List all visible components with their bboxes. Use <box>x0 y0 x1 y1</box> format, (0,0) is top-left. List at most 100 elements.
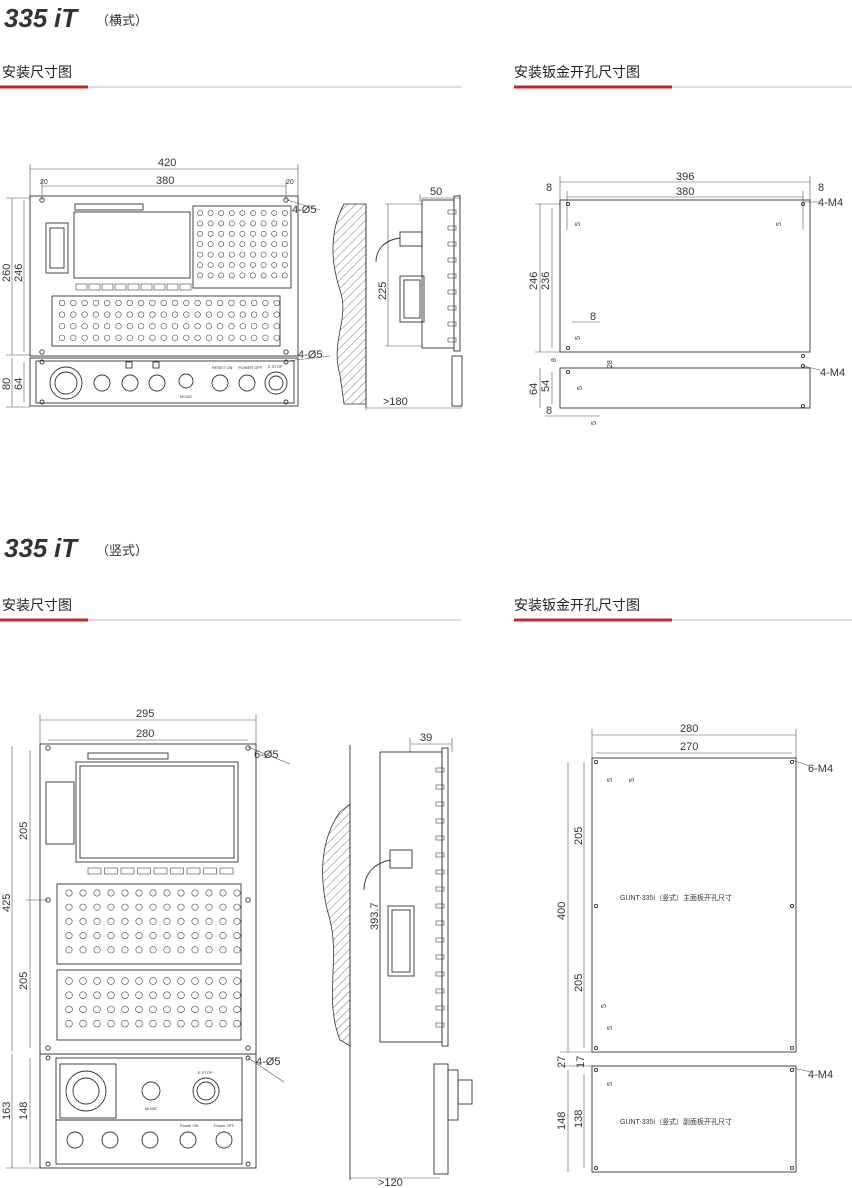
key <box>262 334 269 341</box>
key <box>239 311 246 318</box>
dim-holes-top: 4-Ø5 <box>292 204 316 216</box>
key <box>217 334 224 341</box>
upper-panel <box>39 743 257 1055</box>
key <box>171 323 179 330</box>
key <box>93 1005 101 1014</box>
key <box>239 299 246 307</box>
key <box>135 917 143 925</box>
key <box>281 251 288 258</box>
label-power-off: POWER OFF <box>238 365 263 370</box>
key <box>197 230 203 237</box>
key <box>107 903 115 911</box>
key <box>239 272 246 279</box>
key <box>233 889 241 897</box>
dim-205a: 205 <box>573 827 585 845</box>
key <box>163 917 171 925</box>
key <box>149 334 156 341</box>
key <box>79 991 87 999</box>
key <box>93 903 101 911</box>
key <box>92 323 99 330</box>
key <box>233 977 241 985</box>
key <box>219 932 227 940</box>
dim-138: 138 <box>573 1110 585 1128</box>
rib <box>435 1005 445 1011</box>
keyboard-grid <box>58 299 280 341</box>
key <box>205 991 213 999</box>
key <box>149 311 156 318</box>
key <box>219 991 227 999</box>
key <box>183 334 190 341</box>
key <box>205 977 213 985</box>
dim-27: 27 <box>556 1056 568 1068</box>
handwheel <box>49 366 83 400</box>
key <box>197 272 203 279</box>
key <box>177 1019 185 1028</box>
key <box>58 334 66 341</box>
dim-380: 380 <box>676 186 694 198</box>
key <box>205 323 212 330</box>
key <box>281 210 288 216</box>
key <box>107 1019 115 1028</box>
key <box>205 946 213 954</box>
lower-panel <box>39 1053 257 1169</box>
keypad-grid <box>65 889 241 954</box>
softkey <box>120 867 135 875</box>
keyboard-area <box>51 295 281 347</box>
rib <box>435 903 445 909</box>
sub-cutout-label: GUNT-335i（竖式）副面板开孔尺寸 <box>620 1117 732 1126</box>
key <box>93 946 101 954</box>
dim-bottom-8: 8 <box>546 405 552 417</box>
thread-top: 6-M4 <box>808 763 833 775</box>
key <box>251 334 258 341</box>
keypad-area <box>192 205 292 289</box>
softkey <box>87 867 102 875</box>
softkey <box>88 283 101 291</box>
key <box>149 991 157 999</box>
key <box>177 932 185 940</box>
dim-holes-bottom: 4-Ø5 <box>298 349 322 361</box>
accent-bar <box>0 85 88 89</box>
key <box>250 220 256 227</box>
key <box>135 889 143 897</box>
dim-mid-8: 8 <box>590 311 596 323</box>
horizontal-front-view: 420 380 20 20 4-Ø5 260 246 80 64 <box>1 157 331 408</box>
key <box>115 311 122 318</box>
softkey <box>101 283 114 291</box>
key <box>218 272 225 279</box>
rib <box>435 988 445 994</box>
key <box>171 334 179 341</box>
key <box>65 889 73 897</box>
key <box>79 1005 87 1014</box>
key <box>81 299 88 307</box>
dim-mid-5: 5 <box>575 336 582 340</box>
key <box>149 299 156 307</box>
key <box>197 220 203 227</box>
thread-bottom: 4-M4 <box>820 367 845 379</box>
key <box>205 932 213 940</box>
horizontal-side-view: >180 225 50 <box>332 186 463 410</box>
key <box>70 311 77 318</box>
key <box>239 210 246 216</box>
rib <box>435 852 445 858</box>
dim-80: 80 <box>1 378 13 390</box>
key <box>135 932 143 940</box>
key <box>70 334 77 341</box>
accent-bar <box>514 85 672 89</box>
dim-50: 50 <box>430 186 442 198</box>
dim-270: 270 <box>680 741 698 753</box>
dim-64: 64 <box>528 383 540 395</box>
key <box>135 903 143 911</box>
dim-5a: 5 <box>607 778 614 782</box>
key <box>239 262 246 268</box>
key <box>207 251 214 258</box>
key <box>239 230 246 237</box>
key <box>70 299 77 307</box>
key <box>160 299 167 307</box>
key <box>228 230 235 237</box>
key <box>228 272 235 279</box>
cutout-lower <box>559 367 811 409</box>
key <box>281 262 288 268</box>
key <box>273 334 280 341</box>
accent-bar <box>0 618 88 622</box>
key <box>197 262 203 268</box>
